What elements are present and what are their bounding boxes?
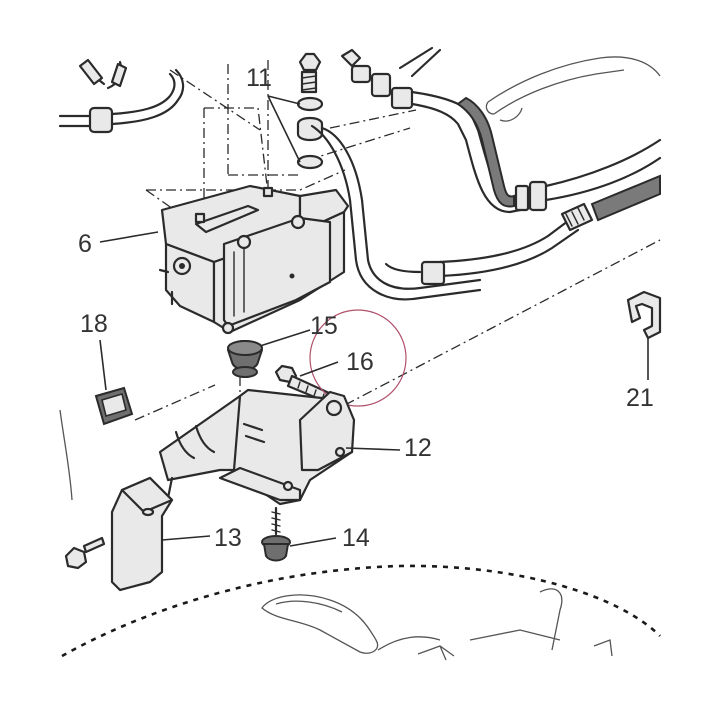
part-11-banjo-bolt bbox=[296, 52, 482, 301]
frame-edge-left bbox=[59, 409, 73, 501]
part-18-rubber-pad bbox=[94, 386, 134, 426]
brake-hose-right bbox=[384, 174, 661, 286]
part-12-mounting-bracket bbox=[158, 388, 356, 506]
brake-pipe-upper-right bbox=[340, 46, 662, 214]
callout-12: 12 bbox=[404, 434, 432, 462]
highlight-circle bbox=[309, 309, 407, 407]
leader-lines bbox=[99, 95, 649, 547]
callout-13: 13 bbox=[214, 524, 242, 552]
lower-background-parts bbox=[261, 588, 613, 661]
part-6-abs-modulator bbox=[158, 184, 350, 335]
callout-15: 15 bbox=[310, 312, 338, 340]
callout-16: 16 bbox=[346, 348, 374, 376]
callout-6: 6 bbox=[78, 230, 92, 258]
brake-pipe-upper-left bbox=[58, 58, 185, 134]
part-13-plate bbox=[64, 476, 174, 592]
part-21-clip bbox=[626, 290, 662, 340]
part-15-grommet bbox=[226, 340, 264, 378]
callout-11: 11 bbox=[246, 64, 272, 92]
callout-14: 14 bbox=[342, 524, 370, 552]
callout-21: 21 bbox=[626, 384, 654, 412]
callout-labels: 11 6 15 16 18 12 21 13 14 bbox=[78, 64, 654, 552]
callout-18: 18 bbox=[80, 310, 108, 338]
fairing-dotted-outline bbox=[61, 564, 661, 658]
handlebar-lever-outline bbox=[485, 56, 661, 122]
part-14-bolt bbox=[261, 506, 291, 562]
